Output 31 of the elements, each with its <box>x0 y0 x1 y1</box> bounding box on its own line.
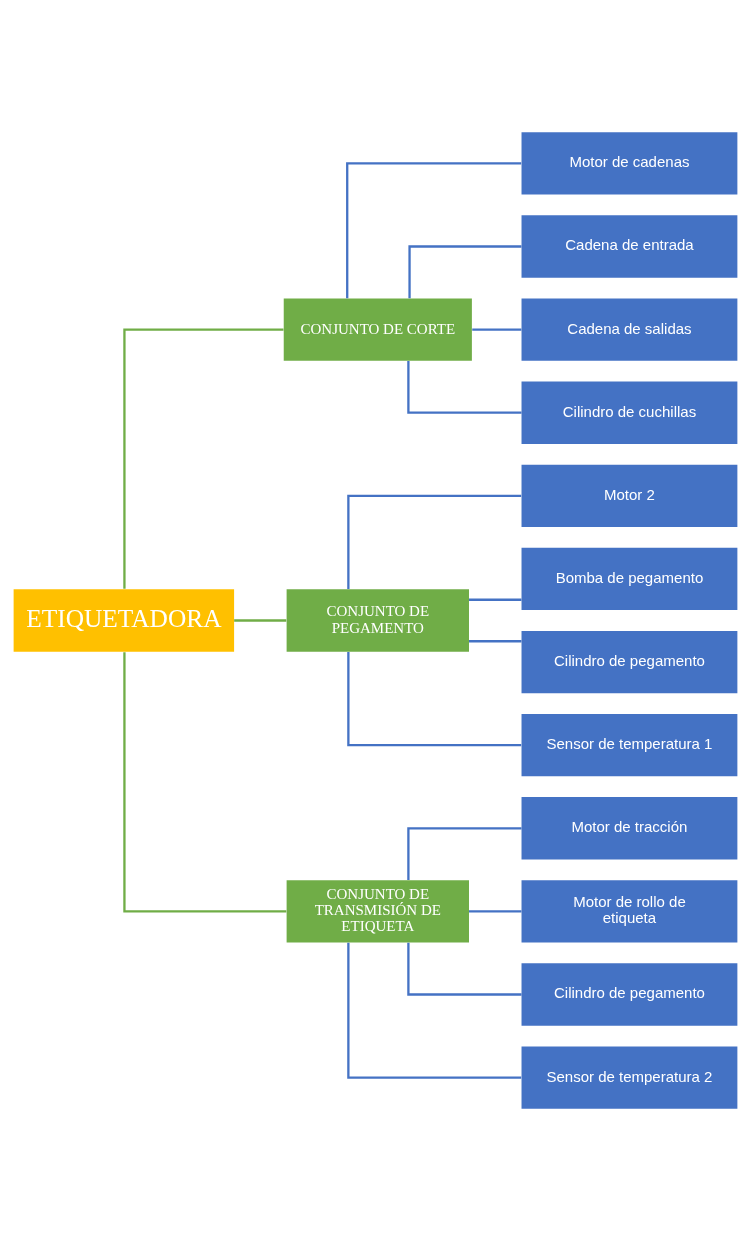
node-box: Cilindro de pegamento <box>521 963 737 1026</box>
connector <box>346 942 521 1079</box>
node-box: Motor de tracción <box>521 797 737 860</box>
node-box: Cadena de entrada <box>521 215 737 278</box>
node-box: Sensor de temperatura 2 <box>521 1046 737 1109</box>
node-box: Cilindro de cuchillas <box>521 381 737 444</box>
connector <box>122 652 286 913</box>
connector <box>468 910 521 913</box>
connector <box>468 640 521 643</box>
node-box: Bomba de pegamento <box>521 547 737 611</box>
connector <box>406 361 521 414</box>
node-box: CONJUNTO DE TRANSMISIÓN DE ETIQUETA <box>286 880 469 943</box>
connector <box>122 328 283 589</box>
connector <box>471 328 521 331</box>
connector <box>406 942 521 996</box>
node-box: Motor de cadenas <box>521 132 737 195</box>
node-box: Cilindro de pegamento <box>521 630 737 694</box>
connector <box>468 598 521 601</box>
connector <box>407 245 521 299</box>
node-box: ETIQUETADORA <box>13 589 234 652</box>
node-box: Motor de rollo de etiqueta <box>521 880 737 943</box>
connector <box>345 162 521 299</box>
connector <box>346 494 521 590</box>
node-box: CONJUNTO DE PEGAMENTO <box>286 589 469 652</box>
node-box: CONJUNTO DE CORTE <box>283 298 472 361</box>
connector <box>233 619 286 622</box>
node-box: Sensor de temperatura 1 <box>521 714 737 777</box>
connector <box>346 651 521 747</box>
node-box: Cadena de salidas <box>521 298 737 361</box>
node-box: Motor 2 <box>521 464 737 527</box>
connector <box>406 827 521 880</box>
